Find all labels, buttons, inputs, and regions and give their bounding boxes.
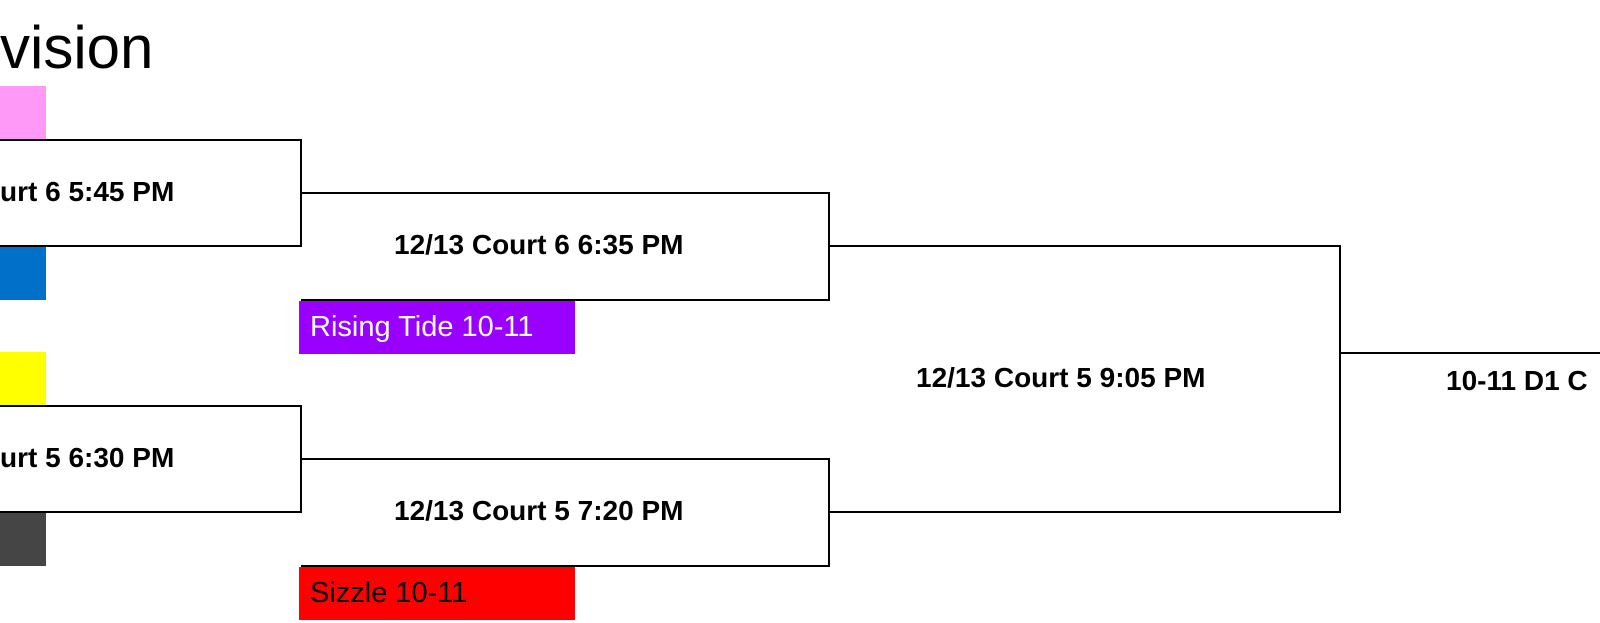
match-r1-top: urt 6 5:45 PM	[0, 176, 175, 207]
match-final: 10-11 D1 C	[1446, 365, 1588, 396]
seed-swatch-pink	[0, 86, 46, 139]
match-semi: 12/13 Court 5 9:05 PM	[916, 362, 1206, 393]
division-title: vision	[0, 14, 154, 81]
seed-swatch-yellow	[0, 352, 46, 405]
semi-bracket	[829, 245, 1341, 513]
team-rising-tide: Rising Tide 10-11	[299, 301, 575, 354]
match-r1-bottom: urt 5 6:30 PM	[0, 442, 175, 473]
match-r2-top: 12/13 Court 6 6:35 PM	[394, 229, 684, 260]
seed-swatch-gray	[0, 513, 46, 566]
match-r2-bottom: 12/13 Court 5 7:20 PM	[394, 495, 684, 526]
seed-swatch-blue	[0, 247, 46, 300]
team-sizzle: Sizzle 10-11	[299, 567, 575, 620]
